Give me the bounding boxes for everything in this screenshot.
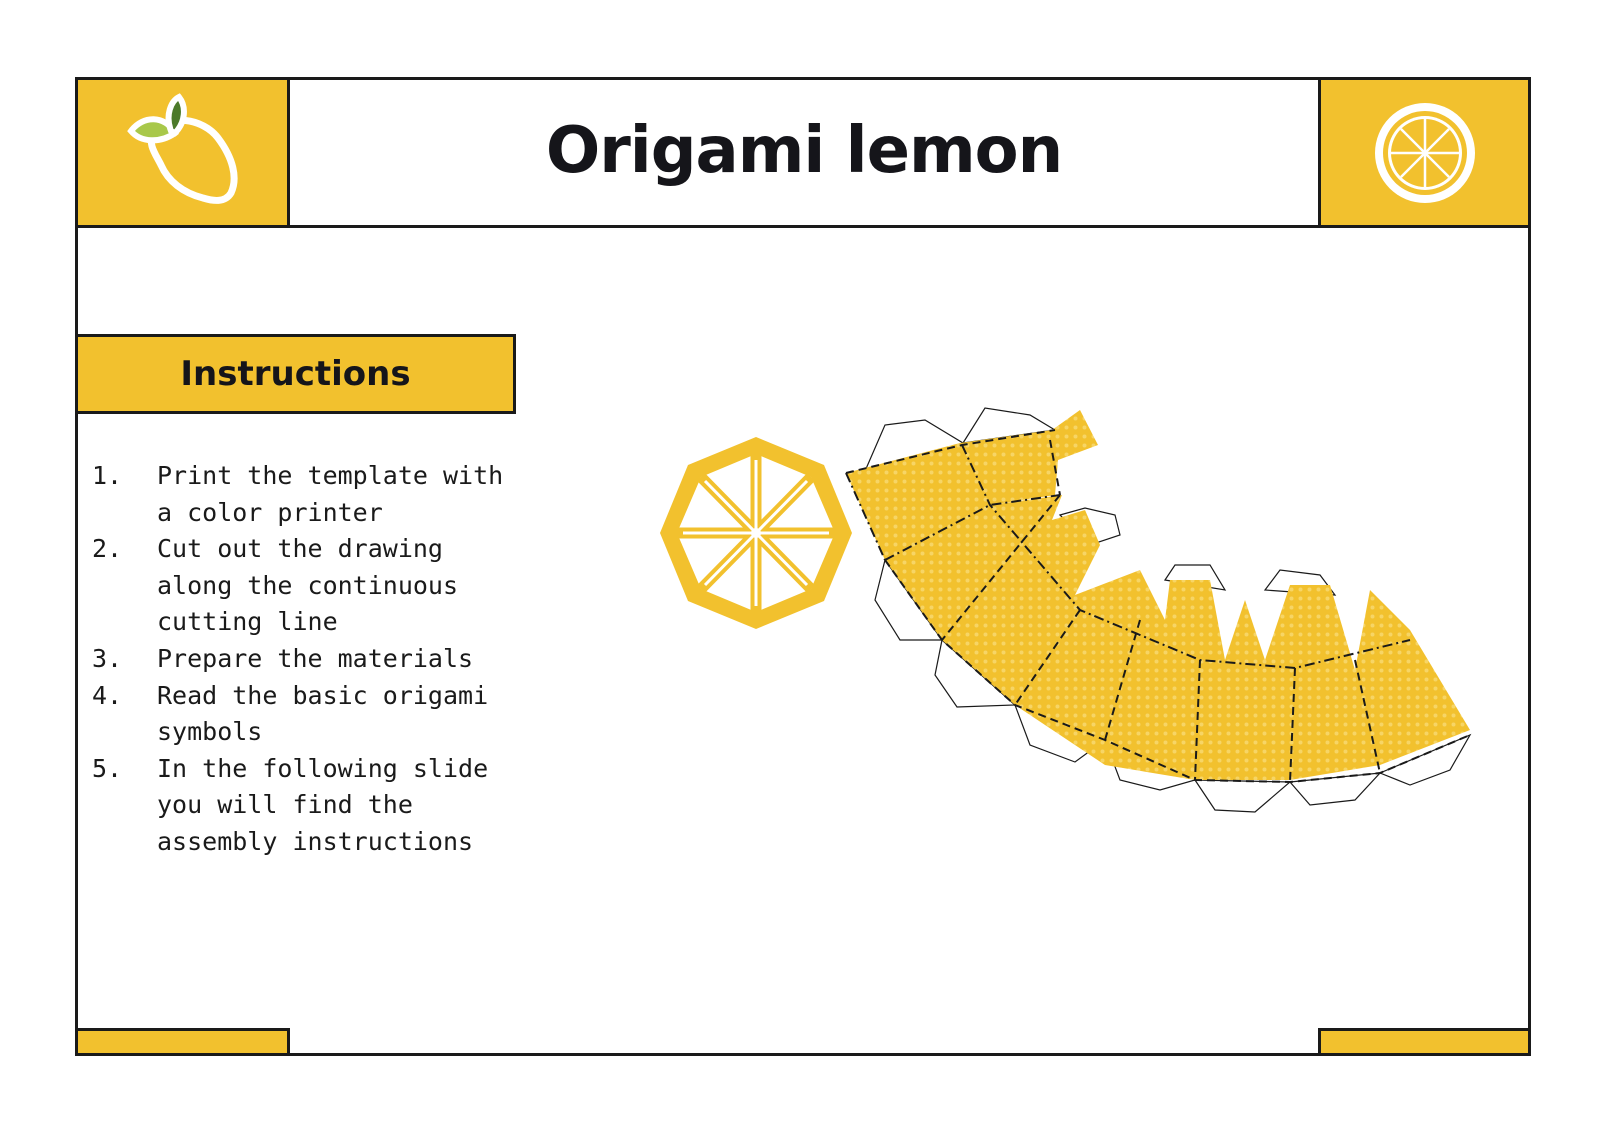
octagon-lemon-slice <box>660 437 852 629</box>
lemon-icon <box>78 80 287 225</box>
dotted-folding-strip <box>846 410 1470 780</box>
corner-bottom-right <box>1318 1028 1531 1056</box>
page-title: Origami lemon <box>545 114 1063 188</box>
instructions-heading: Instructions <box>75 334 516 414</box>
list-item: 4.Read the basic origami symbols <box>92 680 489 747</box>
instructions-list: 1.Print the template with a color printe… <box>92 458 532 861</box>
list-item: 5.In the following slide you will find t… <box>92 753 489 856</box>
fold-lines <box>845 429 1471 784</box>
list-item: 3.Prepare the materials <box>92 643 474 673</box>
origami-template-diagram <box>660 407 1472 813</box>
list-item: 2.Cut out the drawing along the continuo… <box>92 534 459 637</box>
corner-bottom-left <box>75 1028 290 1056</box>
header-divider <box>75 225 1531 228</box>
lemon-slice-icon <box>1321 80 1528 225</box>
list-item: 1.Print the template with a color printe… <box>92 461 504 527</box>
